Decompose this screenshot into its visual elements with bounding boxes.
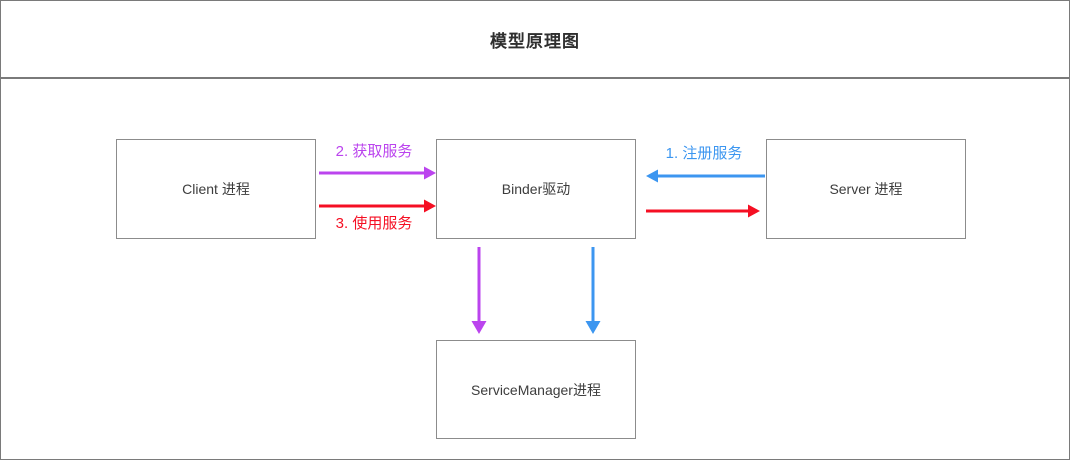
node-server-label: Server 进程 — [829, 181, 903, 197]
arrow-register-service — [646, 169, 765, 183]
arrow-binder-to-servicemanager-blue — [585, 247, 601, 334]
arrow-use-service — [319, 199, 436, 213]
arrow-binder-to-servicemanager-purple — [471, 247, 487, 334]
node-servicemanager-label: ServiceManager进程 — [471, 381, 601, 398]
node-servicemanager-process: ServiceManager进程 — [436, 340, 636, 439]
edge-label-use-service: 3. 使用服务 — [335, 215, 413, 232]
node-client-label: Client 进程 — [182, 181, 250, 197]
arrowhead-down-icon — [585, 321, 601, 334]
arrowhead-right-icon — [748, 204, 760, 218]
node-client-process: Client 进程 — [116, 139, 316, 239]
arrowhead-left-icon — [646, 169, 658, 183]
arrowhead-down-icon — [471, 321, 487, 334]
arrowhead-right-icon — [424, 166, 436, 180]
page-title: 模型原理图 — [490, 31, 580, 51]
edge-label-register-service: 1. 注册服务 — [665, 145, 743, 162]
node-binder-driver: Binder驱动 — [436, 139, 636, 239]
node-server-process: Server 进程 — [766, 139, 966, 239]
arrow-binder-to-server — [646, 204, 760, 218]
arrowhead-right-icon — [424, 199, 436, 213]
node-binder-label: Binder驱动 — [501, 181, 571, 197]
arrow-acquire-service — [319, 166, 436, 180]
diagram-header: 模型原理图 — [1, 1, 1069, 79]
edge-label-acquire-service: 2. 获取服务 — [335, 143, 413, 160]
